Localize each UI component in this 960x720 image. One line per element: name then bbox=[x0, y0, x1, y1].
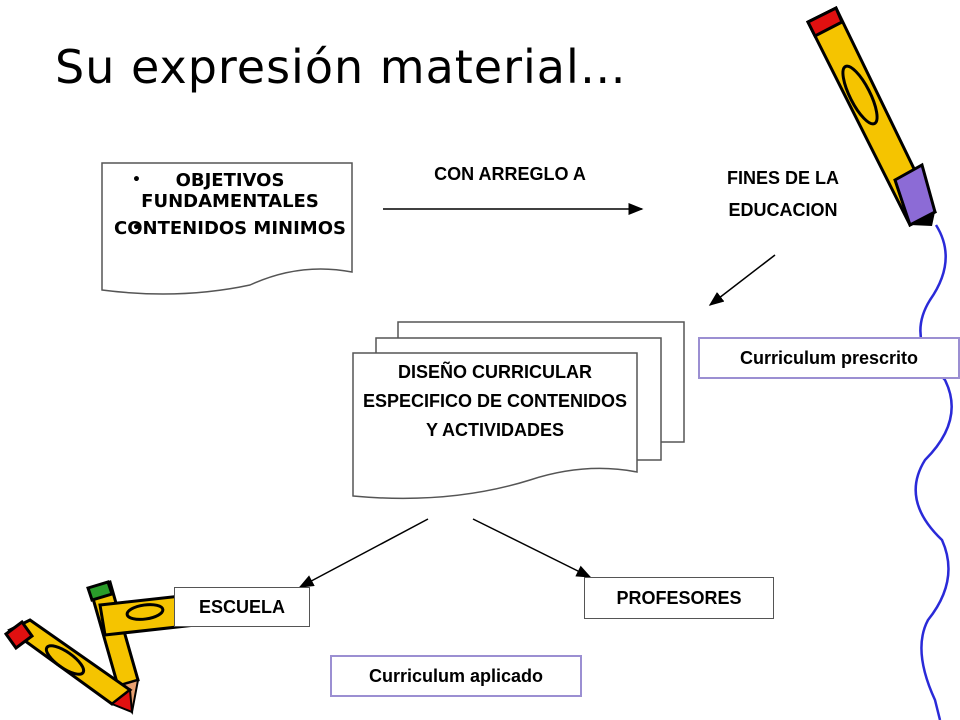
pencils-bottom-left-icon bbox=[3, 580, 197, 715]
fines-label: FINES DE LA EDUCACION bbox=[726, 168, 839, 220]
diseno-label: DISEÑO CURRICULAR ESPECIFICO DE CONTENID… bbox=[362, 362, 628, 440]
objectives-document-shape bbox=[101, 162, 353, 295]
contenidos-label: CONTENIDOS MINIMOS bbox=[114, 218, 346, 239]
arrow-to-profesores bbox=[472, 518, 592, 578]
list-item: • OBJETIVOS FUNDAMENTALES bbox=[132, 170, 319, 212]
profesores-box: PROFESORES bbox=[584, 577, 774, 619]
list-item: • CONTENIDOS MINIMOS bbox=[114, 218, 346, 239]
slide-title: Su expresión material… bbox=[55, 40, 627, 94]
blue-squiggle-line bbox=[914, 224, 953, 720]
arrow-to-escuela bbox=[298, 518, 429, 588]
escuela-box: ESCUELA bbox=[174, 587, 310, 627]
objectives-list: • OBJETIVOS FUNDAMENTALES • CONTENIDOS M… bbox=[110, 170, 350, 245]
arrow-label: CON ARREGLO A bbox=[434, 164, 586, 184]
diseno-document-shape bbox=[352, 352, 638, 500]
pencil-top-right-icon bbox=[805, 5, 937, 228]
curriculum-prescrito-label: Curriculum prescrito bbox=[739, 347, 919, 368]
escuela-label: ESCUELA bbox=[198, 596, 285, 617]
arrow-to-diseno bbox=[708, 254, 776, 306]
curriculum-prescrito-box: Curriculum prescrito bbox=[698, 337, 960, 379]
curriculum-aplicado-label: Curriculum aplicado bbox=[368, 665, 544, 686]
profesores-label: PROFESORES bbox=[616, 587, 742, 608]
curriculum-aplicado-box: Curriculum aplicado bbox=[330, 655, 582, 697]
objetivos-label: OBJETIVOS FUNDAMENTALES bbox=[141, 170, 319, 212]
